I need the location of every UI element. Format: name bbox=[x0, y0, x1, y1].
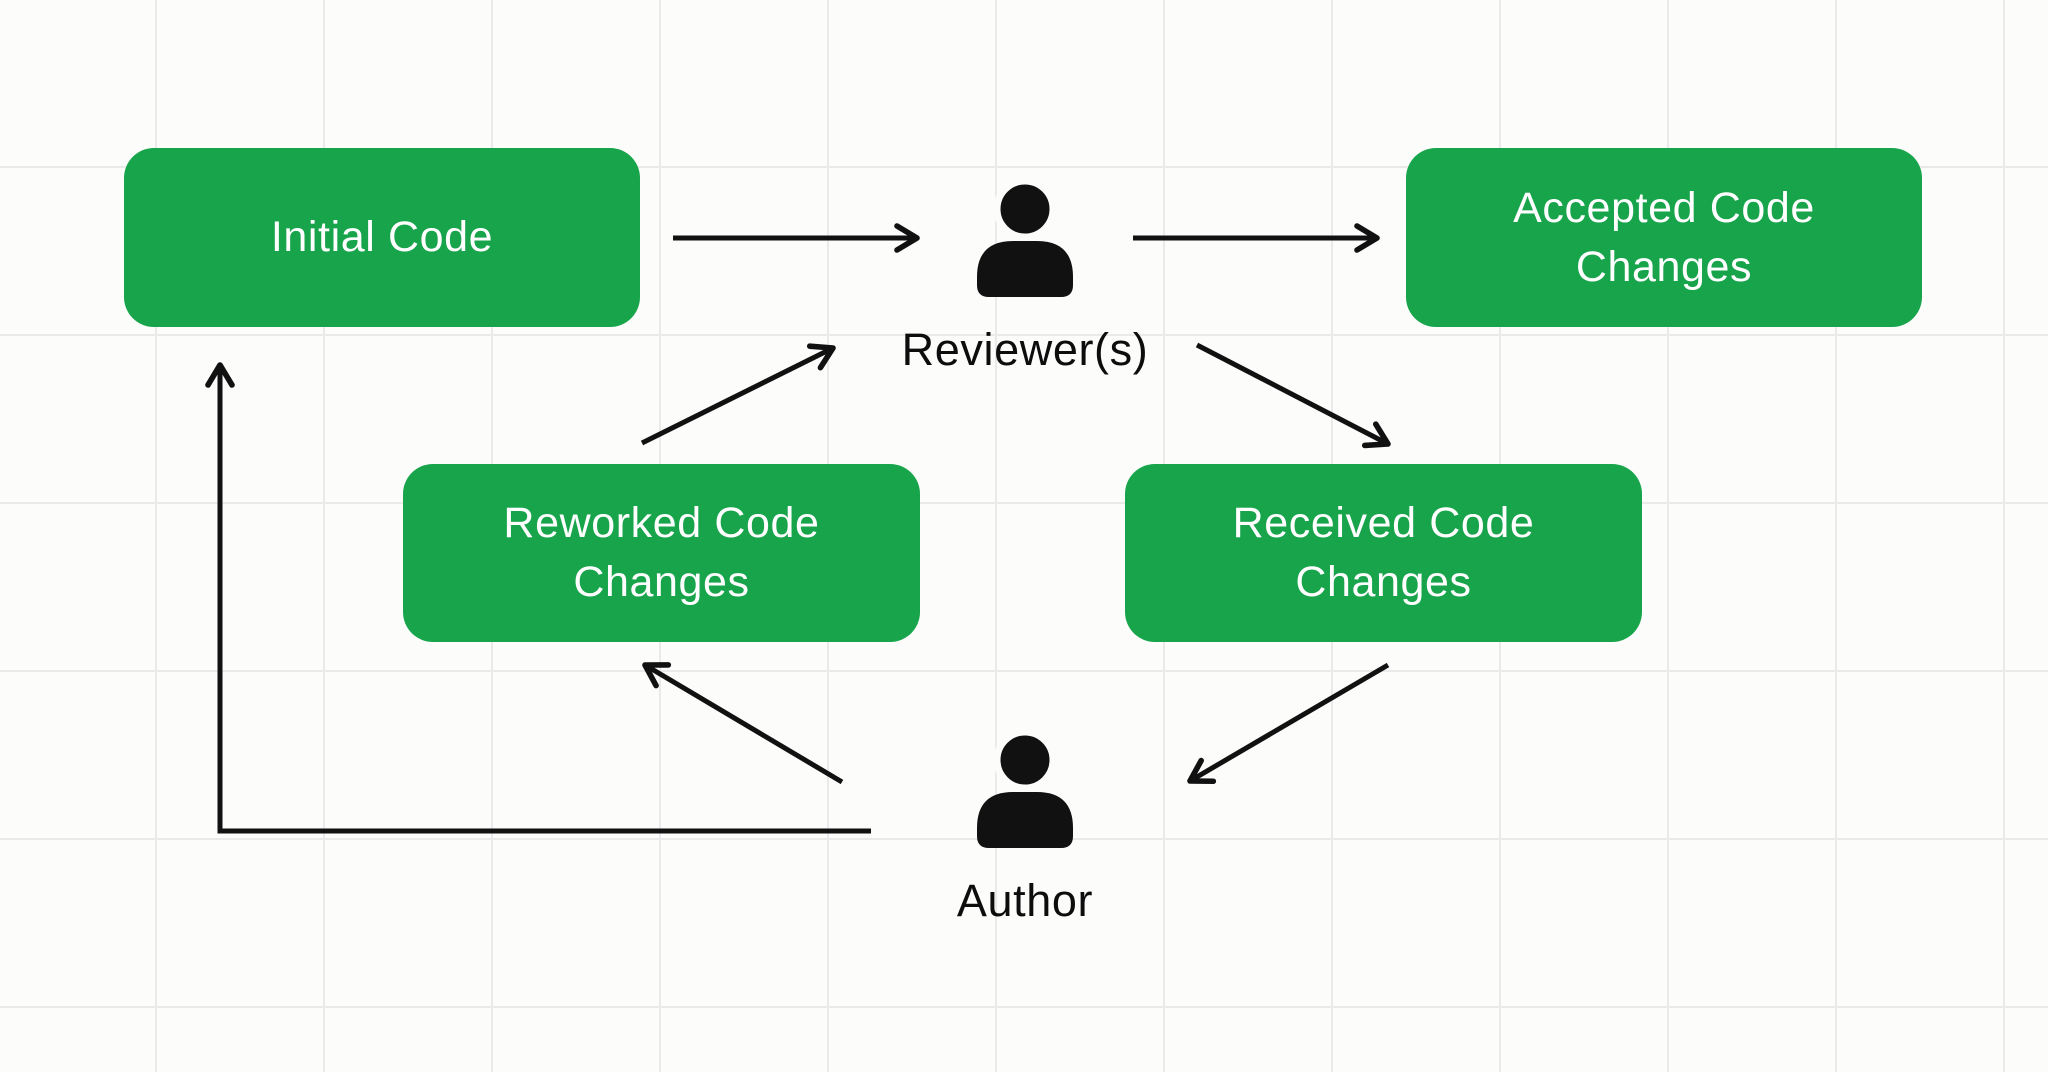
actor-reviewer-label: Reviewer(s) bbox=[901, 324, 1149, 375]
actor-author-label: Author bbox=[956, 875, 1094, 926]
node-initial-code[interactable]: Initial Code bbox=[124, 148, 640, 327]
arrow-reworked-code-changes-to-reviewer[interactable] bbox=[640, 343, 836, 446]
node-initial-code-label: Initial Code bbox=[270, 213, 494, 262]
person-icon bbox=[977, 181, 1073, 297]
arrow-received-code-changes-to-author[interactable] bbox=[1187, 662, 1390, 785]
node-received-code-changes[interactable]: Received Code Changes bbox=[1125, 464, 1642, 642]
node-received-code-changes-label: Received Code Changes bbox=[1232, 499, 1535, 606]
node-accepted-code-changes[interactable]: Accepted Code Changes bbox=[1406, 148, 1922, 327]
person-icon bbox=[977, 732, 1073, 848]
arrow-author-to-initial-code[interactable] bbox=[205, 362, 871, 834]
actor-reviewer[interactable]: Reviewer(s) bbox=[875, 181, 1175, 376]
node-reworked-code-changes[interactable]: Reworked Code Changes bbox=[403, 464, 920, 642]
arrow-reviewer-to-received-code-changes[interactable] bbox=[1195, 342, 1391, 449]
node-accepted-code-changes-label: Accepted Code Changes bbox=[1513, 183, 1815, 291]
arrow-author-to-reworked-code-changes[interactable] bbox=[642, 662, 844, 785]
node-reworked-code-changes-label: Reworked Code Changes bbox=[503, 499, 820, 606]
actor-author[interactable]: Author bbox=[875, 732, 1175, 927]
